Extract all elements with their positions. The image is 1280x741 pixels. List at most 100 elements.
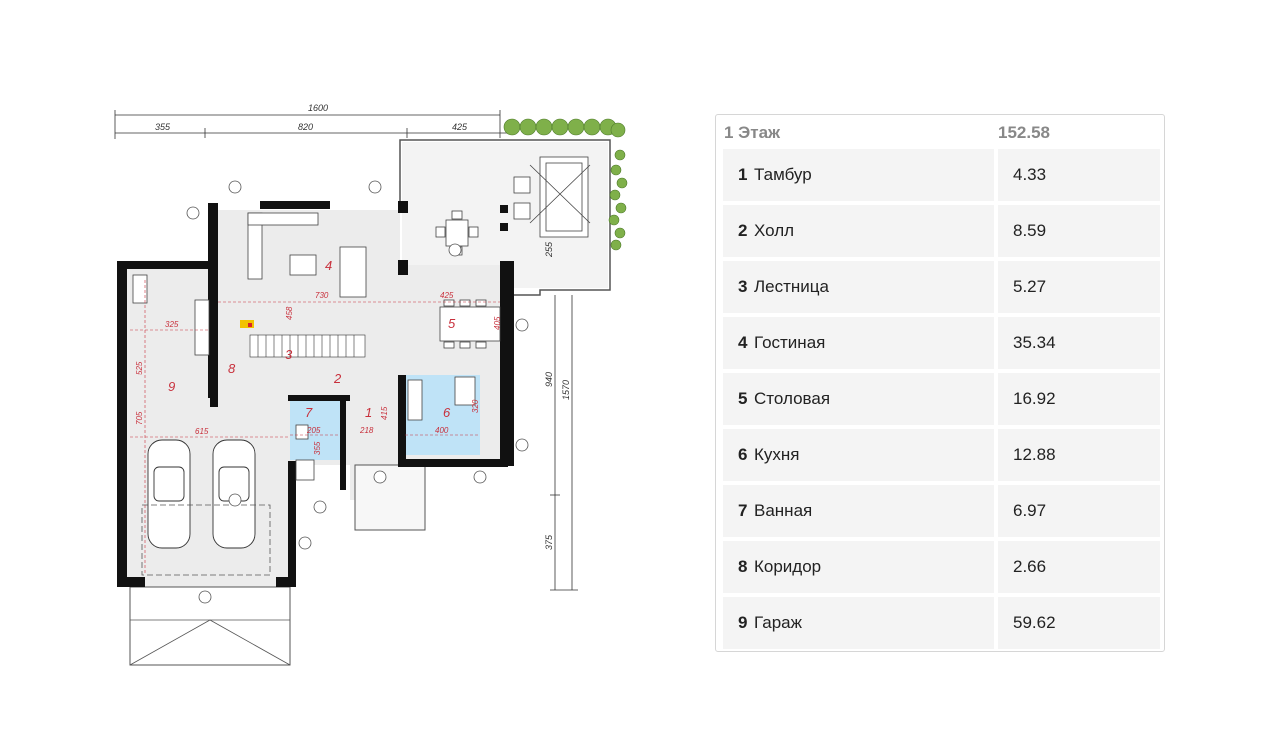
- floor-plan-drawing: 1600 355 820 425: [114, 103, 628, 666]
- room-number: 8: [738, 557, 748, 576]
- room-name: Лестница: [754, 277, 829, 296]
- room-area: 35.34: [1013, 333, 1056, 352]
- dim-terrace: 255: [544, 241, 554, 258]
- floor-title: 1 Этаж: [724, 123, 781, 142]
- room-area-cell: 35.34: [998, 317, 1160, 369]
- room-area: 8.59: [1013, 221, 1047, 240]
- parking-zone: [141, 504, 271, 576]
- room-area-cell: 6.97: [998, 485, 1160, 537]
- room-label-2: 2: [333, 371, 342, 386]
- room-number: 6: [738, 445, 748, 464]
- room-area: 12.88: [1013, 445, 1056, 464]
- dim-inner: 325: [165, 320, 179, 329]
- room-label-1: 1: [365, 405, 372, 420]
- house-floor: [117, 201, 514, 666]
- dim-inner: 705: [135, 411, 144, 425]
- dim-inner: 615: [195, 427, 209, 436]
- toilet-icon: [295, 424, 309, 440]
- sofa-icon: [247, 212, 367, 298]
- table-row: 3 Лестница 5.27: [723, 261, 1160, 313]
- stove-icon: [454, 376, 476, 406]
- room-name: Гостиная: [754, 333, 826, 352]
- axis-marker-icon: [186, 180, 529, 604]
- dim-inner: 425: [440, 291, 454, 300]
- room-number: 3: [738, 277, 748, 296]
- room-number: 5: [738, 389, 748, 408]
- room-name: Тамбур: [754, 165, 812, 184]
- room-area: 16.92: [1013, 389, 1056, 408]
- room-area: 2.66: [1013, 557, 1047, 576]
- room-name-cell: 8 Коридор: [723, 541, 994, 593]
- room-name: Кухня: [754, 445, 800, 464]
- top-dimension-lines: [114, 110, 510, 139]
- table-row: 7 Ванная 6.97: [723, 485, 1160, 537]
- room-name: Коридор: [754, 557, 822, 576]
- car-icon: [147, 439, 256, 549]
- hedge-icon: [503, 118, 628, 251]
- room-number: 4: [738, 333, 748, 352]
- dining-table-icon: [439, 299, 501, 349]
- table-row: 6 Кухня 12.88: [723, 429, 1160, 481]
- room-name-cell: 1 Тамбур: [723, 149, 994, 201]
- room-label-3: 3: [285, 347, 293, 362]
- room-number: 1: [738, 165, 748, 184]
- room-label-7: 7: [305, 405, 313, 420]
- floor-total-area: 152.58: [998, 123, 1050, 142]
- table-row: 5 Столовая 16.92: [723, 373, 1160, 425]
- room-label-4: 4: [325, 258, 332, 273]
- dim-seg1: 355: [155, 122, 171, 132]
- dim-inner: 355: [313, 441, 322, 455]
- dim-inner: 218: [359, 426, 374, 435]
- room-label-8: 8: [228, 361, 236, 376]
- room-name-cell: 5 Столовая: [723, 373, 994, 425]
- room-label-5: 5: [448, 316, 456, 331]
- table-row: 8 Коридор 2.66: [723, 541, 1160, 593]
- inner-dimension-lines: [130, 280, 500, 575]
- room-number: 2: [738, 221, 748, 240]
- room-area: 6.97: [1013, 501, 1047, 520]
- room-label-6: 6: [443, 405, 451, 420]
- column: [500, 223, 508, 231]
- room-area-cell: 16.92: [998, 373, 1160, 425]
- room-name-cell: 3 Лестница: [723, 261, 994, 313]
- room-area-cell: 12.88: [998, 429, 1160, 481]
- dim-right1: 940: [544, 372, 554, 387]
- dim-inner: 405: [493, 316, 502, 330]
- dim-inner: 400: [435, 426, 449, 435]
- room-area: 5.27: [1013, 277, 1047, 296]
- dim-right2: 1570: [561, 380, 571, 400]
- room-area-cell: 4.33: [998, 149, 1160, 201]
- dim-seg2: 820: [298, 122, 313, 132]
- room-name: Гараж: [754, 613, 802, 632]
- room-area: 4.33: [1013, 165, 1047, 184]
- dim-inner: 415: [380, 406, 389, 420]
- dim-seg3: 425: [452, 122, 468, 132]
- room-number: 7: [738, 501, 748, 520]
- dim-total-width: 1600: [308, 103, 328, 113]
- room-name-cell: 6 Кухня: [723, 429, 994, 481]
- stairs-icon: [249, 334, 366, 358]
- room-area: 59.62: [1013, 613, 1056, 632]
- table-row: 4 Гостиная 35.34: [723, 317, 1160, 369]
- shower-icon: [295, 459, 315, 481]
- room-name-cell: 7 Ванная: [723, 485, 994, 537]
- column: [500, 205, 508, 213]
- dim-inner: 525: [135, 361, 144, 375]
- lounge-sofa-icon: [513, 156, 591, 238]
- dim-inner: 320: [471, 399, 480, 413]
- fireplace-icon: [240, 320, 254, 328]
- room-name: Столовая: [754, 389, 831, 408]
- room-area-cell: 2.66: [998, 541, 1160, 593]
- room-area-cell: 8.59: [998, 205, 1160, 257]
- room-name: Ванная: [754, 501, 813, 520]
- bike-icon: [132, 274, 148, 304]
- garage-shelf: [194, 299, 210, 356]
- table-row: 1 Тамбур 4.33: [723, 149, 1160, 201]
- dim-right3: 375: [544, 534, 554, 550]
